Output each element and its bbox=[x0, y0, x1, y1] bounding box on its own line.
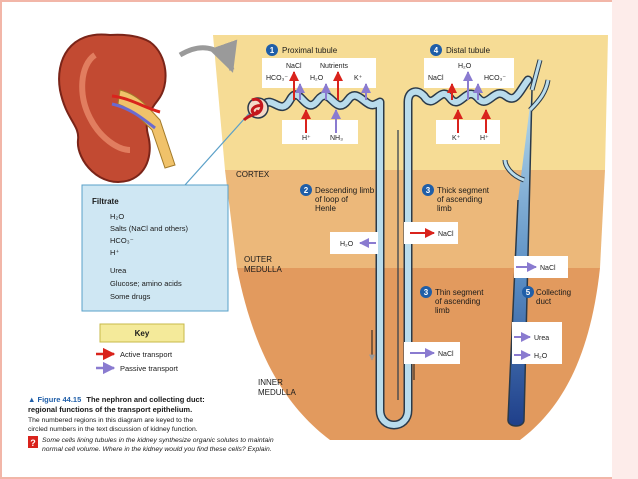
badge-3-thick bbox=[422, 184, 434, 196]
prox-h: H⁺ bbox=[302, 135, 311, 142]
key-passive-label: Passive transport bbox=[120, 364, 179, 373]
question-mark: ? bbox=[30, 438, 36, 448]
right-margin-strip bbox=[612, 0, 638, 479]
label-thick-1: Thick segment bbox=[437, 186, 490, 195]
filtrate-item-0: H₂O bbox=[110, 212, 124, 221]
prox-nacl: NaCl bbox=[286, 63, 302, 70]
badge-2 bbox=[300, 184, 312, 196]
label-desc-2: of loop of bbox=[315, 195, 349, 204]
prox-h2o: H₂O bbox=[310, 75, 324, 82]
proximal-top-box bbox=[262, 58, 376, 88]
cd-outer-box bbox=[514, 256, 568, 278]
label-thick-3: limb bbox=[437, 204, 452, 213]
badge-3-thin bbox=[420, 286, 432, 298]
dist-nacl: NaCl bbox=[428, 75, 444, 82]
badge-1-num: 1 bbox=[270, 46, 275, 55]
svg-text:▲ Figure 44.15 The nephr: ▲ Figure 44.15 The nephron and collectin… bbox=[28, 395, 205, 404]
label-desc-3: Henle bbox=[315, 204, 336, 213]
desc-box bbox=[330, 232, 378, 254]
distal-bottom-box bbox=[436, 120, 500, 144]
caption-question-2: normal cell volume. Where in the kidney … bbox=[42, 446, 272, 453]
dist-h2o: H₂O bbox=[458, 63, 472, 70]
caption-title-2: regional functions of the transport epit… bbox=[28, 405, 192, 414]
badge-1 bbox=[266, 44, 278, 56]
caption-body-2: circled numbers in the text discussion o… bbox=[28, 426, 198, 433]
desc-h2o: H₂O bbox=[340, 241, 354, 248]
label-thin-1: Thin segment bbox=[435, 288, 484, 297]
prox-hco3: HCO₃⁻ bbox=[266, 75, 288, 82]
label-inner-medulla-2: MEDULLA bbox=[258, 388, 296, 397]
badge-3-thick-num: 3 bbox=[426, 186, 431, 195]
thick-nacl: NaCl bbox=[438, 231, 454, 238]
badge-4 bbox=[430, 44, 442, 56]
dist-k: K⁺ bbox=[452, 135, 461, 142]
prox-nutrients: Nutrients bbox=[320, 63, 349, 70]
filtrate-item-4: Urea bbox=[110, 266, 127, 275]
filtrate-item-5: Glucose; amino acids bbox=[110, 279, 182, 288]
segment-distal-tubule: 4 Distal tubule H₂O NaCl HCO₃⁻ K⁺ H⁺ bbox=[424, 44, 514, 144]
cd-urea: Urea bbox=[534, 335, 549, 342]
badge-2-num: 2 bbox=[304, 186, 309, 195]
label-thin-2: of ascending bbox=[435, 297, 480, 306]
cd-nacl: NaCl bbox=[540, 265, 556, 272]
legend-key: Key Active transport Passive transport bbox=[96, 323, 185, 375]
question-icon bbox=[28, 436, 38, 448]
cd-inner-box bbox=[512, 322, 562, 364]
caption-question-1: Some cells lining tubules in the kidney … bbox=[42, 437, 274, 444]
label-proximal-tubule: Proximal tubule bbox=[282, 46, 338, 55]
proximal-bottom-box bbox=[282, 120, 358, 144]
label-inner-medulla-1: INNER bbox=[258, 378, 283, 387]
badge-5-num: 5 bbox=[526, 288, 531, 297]
filtrate-title: Filtrate bbox=[92, 197, 119, 206]
filtrate-callout-line bbox=[184, 107, 255, 186]
filtrate-item-3: H⁺ bbox=[110, 248, 119, 257]
filtrate-item-2: HCO₃⁻ bbox=[110, 236, 134, 245]
dist-hco3: HCO₃⁻ bbox=[484, 75, 506, 82]
label-cd-2: duct bbox=[536, 297, 552, 306]
filtrate-item-1: Salts (NaCl and others) bbox=[110, 224, 188, 233]
label-thick-2: of ascending bbox=[437, 195, 482, 204]
segment-proximal-tubule: 1 Proximal tubule NaCl Nutrients HCO₃⁻ H… bbox=[262, 44, 376, 144]
segment-thick-ascending-limb: 3 Thick segment of ascending limb NaCl bbox=[404, 184, 490, 244]
segment-collecting-duct: 5 Collecting duct NaCl Urea H₂O bbox=[512, 256, 571, 364]
prox-k: K⁺ bbox=[354, 75, 363, 82]
caption-title-1: The nephron and collecting duct: bbox=[86, 395, 204, 404]
label-cd-1: Collecting bbox=[536, 288, 571, 297]
outer-medulla-region bbox=[225, 170, 605, 268]
dist-h: H⁺ bbox=[480, 135, 489, 142]
badge-3-thin-num: 3 bbox=[424, 288, 429, 297]
badge-5 bbox=[522, 286, 534, 298]
label-outer-medulla-2: MEDULLA bbox=[244, 265, 282, 274]
figure-caption: ▲ Figure 44.15 The nephron and collectin… bbox=[28, 395, 274, 453]
segment-descending-limb: 2 Descending limb of loop of Henle H₂O bbox=[300, 184, 378, 254]
label-cortex: CORTEX bbox=[236, 170, 270, 179]
key-title: Key bbox=[135, 329, 150, 338]
kidney-illustration bbox=[58, 33, 176, 183]
key-active-label: Active transport bbox=[120, 350, 173, 359]
label-outer-medulla-1: OUTER bbox=[244, 255, 272, 264]
key-box bbox=[99, 323, 185, 343]
prox-nh3: NH₃ bbox=[330, 135, 343, 142]
segment-thin-ascending-limb: 3 Thin segment of ascending limb NaCl bbox=[404, 286, 484, 364]
filtrate-item-6: Some drugs bbox=[110, 292, 151, 301]
cd-h2o: H₂O bbox=[534, 353, 548, 360]
zoom-arrow bbox=[178, 39, 238, 73]
thin-nacl: NaCl bbox=[438, 351, 454, 358]
label-distal-tubule: Distal tubule bbox=[446, 46, 491, 55]
nephron-tubule bbox=[242, 75, 533, 430]
filtrate-box: Filtrate H₂O Salts (NaCl and others) HCO… bbox=[81, 184, 229, 312]
label-desc-1: Descending limb bbox=[315, 186, 375, 195]
caption-figure-number: ▲ Figure 44.15 bbox=[28, 395, 81, 404]
label-thin-3: limb bbox=[435, 306, 450, 315]
caption-body-1: The numbered regions in this diagram are… bbox=[28, 417, 193, 424]
badge-4-num: 4 bbox=[434, 46, 439, 55]
